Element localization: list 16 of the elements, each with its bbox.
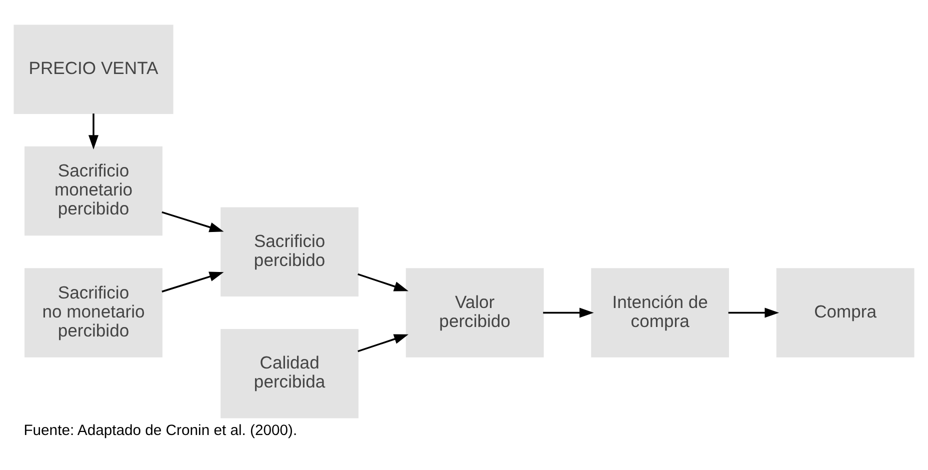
node-box: Sacrificio monetario percibido	[24, 146, 162, 236]
arrow	[162, 211, 224, 232]
arrow	[88, 114, 99, 150]
node-box: Compra	[776, 268, 914, 358]
arrow	[162, 272, 224, 292]
arrow	[358, 334, 408, 352]
node-box: PRECIO VENTA	[14, 24, 174, 114]
arrow	[728, 308, 780, 318]
node-box: Valor percibido	[406, 268, 544, 358]
arrow	[543, 308, 594, 318]
node-box: Calidad percibida	[220, 328, 359, 418]
node-box: Sacrificio percibido	[220, 207, 359, 297]
node-box: Sacrificio no monetario percibido	[24, 268, 162, 358]
arrow	[358, 273, 408, 292]
node-box: Intención de compra	[591, 268, 730, 358]
caption: Fuente: Adaptado de Cronin et al. (2000).	[24, 422, 298, 439]
